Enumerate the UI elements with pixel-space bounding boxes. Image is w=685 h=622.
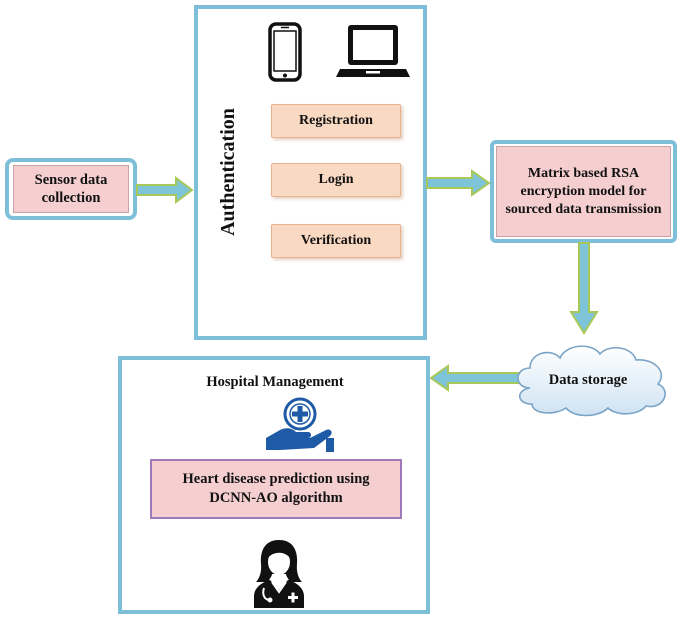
registration-label: Registration [299, 113, 373, 128]
sensor-label: Sensor data collection [34, 172, 108, 206]
verification-button[interactable]: Verification [271, 224, 401, 258]
arrow-storage-to-hospital [429, 364, 521, 392]
laptop-icon [336, 25, 410, 77]
login-button[interactable]: Login [271, 163, 401, 197]
cloud-icon [517, 345, 666, 417]
prediction-label: Heart disease prediction using DCNN-AO a… [182, 471, 370, 506]
medical-care-hand-icon [266, 397, 334, 452]
data-storage-label: Data storage [548, 371, 628, 388]
arrow-encryption-to-storage [569, 242, 599, 335]
arrow-auth-to-encryption [426, 169, 491, 197]
encryption-label: Matrix based RSA encryption model for so… [505, 165, 662, 217]
sensor-data-collection-box: Sensor data collection [13, 165, 129, 213]
login-label: Login [318, 172, 354, 187]
hospital-management-title: Hospital Management [206, 373, 344, 390]
smartphone-icon [268, 22, 302, 82]
registration-button[interactable]: Registration [271, 104, 401, 138]
rsa-encryption-box: Matrix based RSA encryption model for so… [496, 146, 671, 237]
heart-disease-prediction-box: Heart disease prediction using DCNN-AO a… [150, 459, 402, 519]
verification-label: Verification [300, 233, 372, 248]
doctor-icon [254, 540, 304, 608]
arrow-sensor-to-auth [136, 176, 194, 204]
